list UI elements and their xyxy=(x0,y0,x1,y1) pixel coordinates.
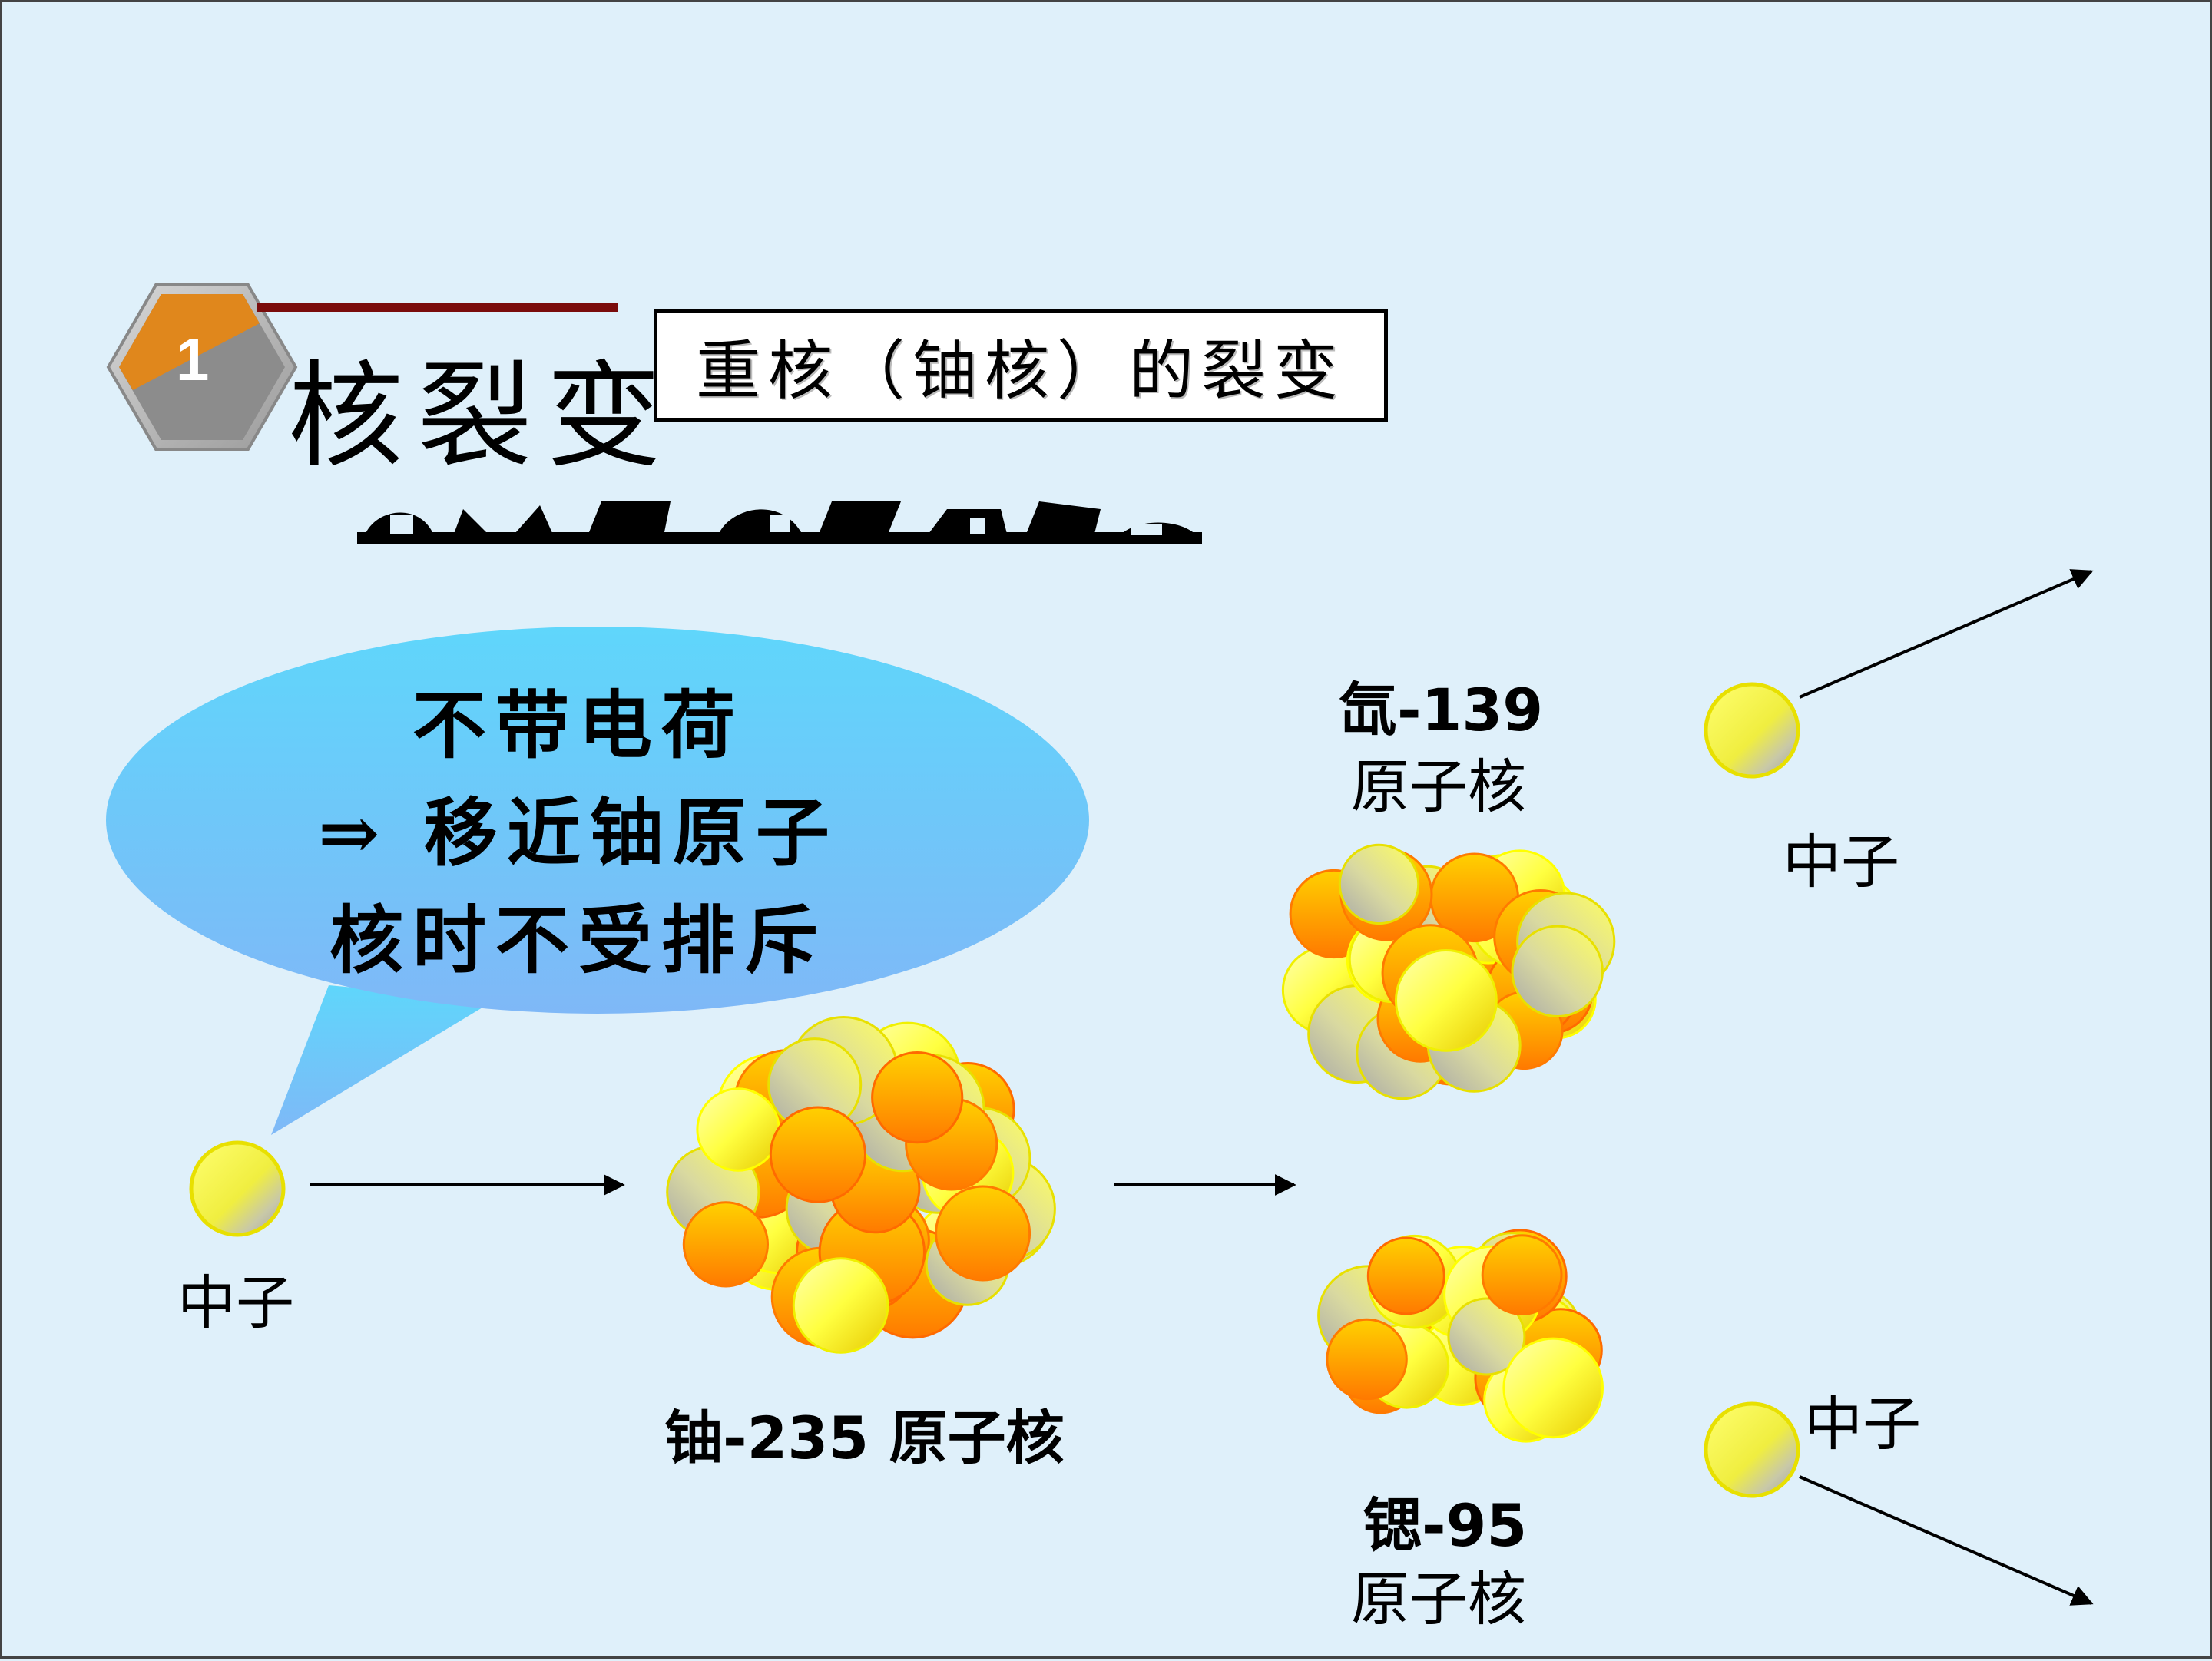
section-number-badge xyxy=(106,283,298,451)
speech-bubble xyxy=(106,627,1089,1135)
nucleon xyxy=(1511,925,1604,1018)
uranium-235-nucleus xyxy=(666,1016,1056,1354)
label-neutron-incoming: 中子 xyxy=(177,1269,294,1337)
label-uranium-235: 铀-235 原子核 xyxy=(664,1404,1065,1472)
label-neutron-bottom: 中子 xyxy=(1804,1390,1921,1458)
bubble-text: 不带电荷 ⇒ 移近铀原子 核时不受排斥 xyxy=(240,672,916,994)
nucleon xyxy=(769,1106,867,1203)
nucleon xyxy=(935,1185,1031,1282)
label-strontium-nucleus: 原子核 xyxy=(1351,1565,1526,1633)
nucleon xyxy=(1395,949,1498,1052)
arrow-neutron-bottom-out xyxy=(1799,1475,2094,1606)
nucleon xyxy=(696,1087,780,1172)
page-title: 核裂变 xyxy=(288,350,676,484)
nucleon xyxy=(871,1051,964,1144)
nucleon xyxy=(1447,1297,1526,1376)
nucleon xyxy=(1481,1234,1563,1315)
label-strontium-95: 锶-95 xyxy=(1363,1491,1528,1560)
nucleon xyxy=(1502,1337,1604,1439)
bubble-line: 核时不受排斥 xyxy=(329,897,827,984)
nucleon xyxy=(682,1201,770,1288)
neutron-incoming xyxy=(189,1140,286,1237)
nucleon xyxy=(1338,843,1420,925)
section-number: 1 xyxy=(176,326,210,393)
label-xenon-139: 氙-139 xyxy=(1339,676,1544,744)
neutron-emitted-bottom xyxy=(1704,1401,1800,1498)
xenon-139-nucleus xyxy=(1281,843,1616,1100)
bubble-line: ⇒ 移近铀原子 xyxy=(318,789,839,876)
bubble-line: 不带电荷 xyxy=(412,682,744,769)
label-xenon-nucleus: 原子核 xyxy=(1351,753,1526,821)
nucleon xyxy=(1366,1236,1445,1315)
arrow-neutron-top-out xyxy=(1799,569,2094,699)
subtitle-box: 重核（铀核）的裂变 xyxy=(654,309,1388,422)
label-neutron-top: 中子 xyxy=(1783,828,1899,896)
nucleon xyxy=(1326,1318,1408,1401)
subtitle: 重核（铀核）的裂变 xyxy=(695,333,1346,409)
strontium-95-nucleus xyxy=(1317,1229,1604,1443)
garbled-text-decoration xyxy=(357,501,1202,544)
neutron-emitted-top xyxy=(1704,682,1800,779)
title-rule xyxy=(257,303,618,312)
nucleon xyxy=(792,1257,889,1354)
